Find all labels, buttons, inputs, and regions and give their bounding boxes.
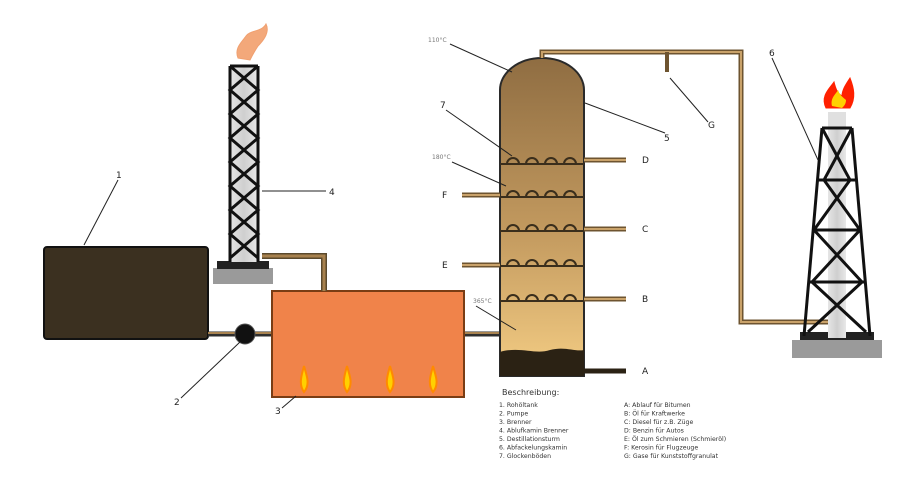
leader-lines xyxy=(83,43,819,409)
callout-7: 7 xyxy=(440,101,446,111)
legend-item: 7. Glockenböden xyxy=(499,453,551,460)
legend-item: 1. Rohöltank xyxy=(499,402,538,409)
legend-item: 5. Destillationsturm xyxy=(499,436,560,443)
flare-flame-icon xyxy=(823,76,855,109)
distillation-column xyxy=(499,57,585,377)
pump xyxy=(234,323,256,345)
bubble-caps xyxy=(506,157,577,302)
smoke-icon xyxy=(236,22,268,61)
outlet-g-label: G xyxy=(708,121,715,131)
temperature-top: 110°C xyxy=(428,37,447,44)
burner-flames xyxy=(299,365,438,394)
flame-icon xyxy=(428,365,438,394)
outlet-b-label: B xyxy=(642,295,648,305)
callout-2: 2 xyxy=(174,398,180,408)
outlet-e-label: E xyxy=(442,261,448,271)
callout-6: 6 xyxy=(769,49,775,59)
callout-3: 3 xyxy=(275,407,281,417)
legend-item: E: Öl zum Schmieren (Schmieröl) xyxy=(624,434,726,443)
legend-item: 6. Abfackelungskamin xyxy=(499,445,567,452)
legend-item: D: Benzin für Autos xyxy=(624,428,684,435)
flame-icon xyxy=(299,365,309,394)
legend: Beschreibung: 1. Rohöltank 2. Pumpe 3. B… xyxy=(499,388,726,460)
outlet-a-label: A xyxy=(642,367,649,377)
legend-item: 4. Ablufkamin Brenner xyxy=(499,428,569,435)
exhaust-pipe-inner xyxy=(262,254,326,291)
burner-chimney xyxy=(213,22,273,284)
legend-item: A: Ablauf für Bitumen xyxy=(624,402,691,409)
legend-item: F: Kerosin für Flugzeuge xyxy=(624,445,698,452)
outlet-f-label: F xyxy=(442,191,447,201)
crude-oil-tank xyxy=(43,246,209,340)
legend-title: Beschreibung: xyxy=(502,388,559,397)
legend-item: B: Öl für Kraftwerke xyxy=(624,409,685,418)
bitumen-layer xyxy=(500,348,584,376)
flame-icon xyxy=(342,365,352,394)
outlet-c-label: C xyxy=(642,225,648,235)
outlet-d-label: D xyxy=(642,156,649,166)
legend-item: C: Diesel für z.B. Züge xyxy=(624,419,693,426)
legend-item: 2. Pumpe xyxy=(499,411,528,418)
temperature-bottom: 365°C xyxy=(473,298,492,305)
callout-1: 1 xyxy=(116,171,122,181)
flare-stack xyxy=(792,76,882,358)
legend-item: 3. Brenner xyxy=(499,419,532,426)
flame-icon xyxy=(385,365,395,394)
callout-5: 5 xyxy=(664,134,670,144)
gas-pipe xyxy=(539,49,830,325)
legend-item: G: Gase für Kunststoffgranulat xyxy=(624,453,719,460)
temperature-middle: 180°C xyxy=(432,154,451,161)
callout-4: 4 xyxy=(329,188,335,198)
